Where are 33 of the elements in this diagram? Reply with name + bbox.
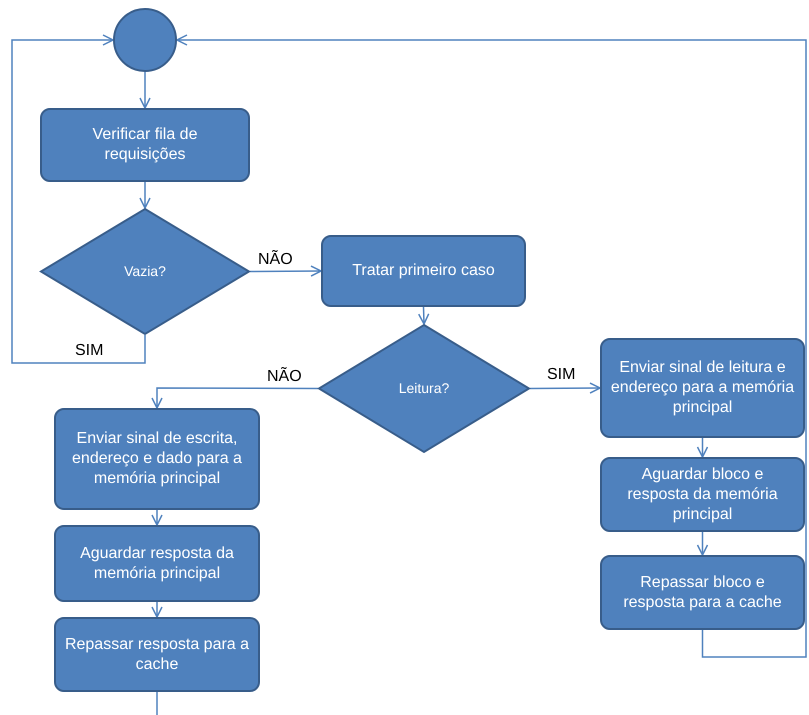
step-label: Tratar primeiro caso (351, 261, 496, 281)
arrow (696, 532, 708, 556)
process-box (40, 108, 250, 182)
arrow (696, 438, 708, 458)
arrow (139, 72, 151, 109)
step-label: Enviar sinal de leitura e endereço para a memória principal (610, 358, 796, 418)
arrow (151, 387, 318, 409)
arrow (176, 34, 807, 658)
arrow (418, 306, 430, 325)
process-box (600, 555, 805, 630)
process-box (54, 408, 260, 510)
step-label: Aguardar bloco e resposta da memória principal (626, 464, 779, 524)
decision-label: Leitura? (398, 380, 450, 398)
decision-diamond (318, 324, 530, 453)
step-label: Enviar sinal de escrita, endereço e dado para a memória principal (71, 429, 243, 489)
arrow (11, 34, 146, 364)
step-label: Aguardar resposta da memória principal (79, 544, 235, 584)
arrow (139, 182, 151, 209)
arrow (151, 510, 163, 526)
process-box (600, 338, 805, 438)
process-box (321, 235, 526, 307)
arrow (530, 382, 601, 394)
step-label: Repassar bloco e resposta para a cache (622, 572, 783, 612)
start-circle (113, 8, 177, 72)
step-label: Repassar resposta para a cache (64, 634, 250, 674)
arrow (250, 265, 322, 277)
step-label: Verificar fila de requisições (92, 125, 198, 165)
arrow (151, 602, 163, 618)
process-box (54, 525, 260, 602)
process-box (54, 617, 260, 692)
process-box (600, 457, 805, 532)
decision-diamond (40, 208, 250, 335)
decision-label: Vazia? (123, 262, 167, 280)
